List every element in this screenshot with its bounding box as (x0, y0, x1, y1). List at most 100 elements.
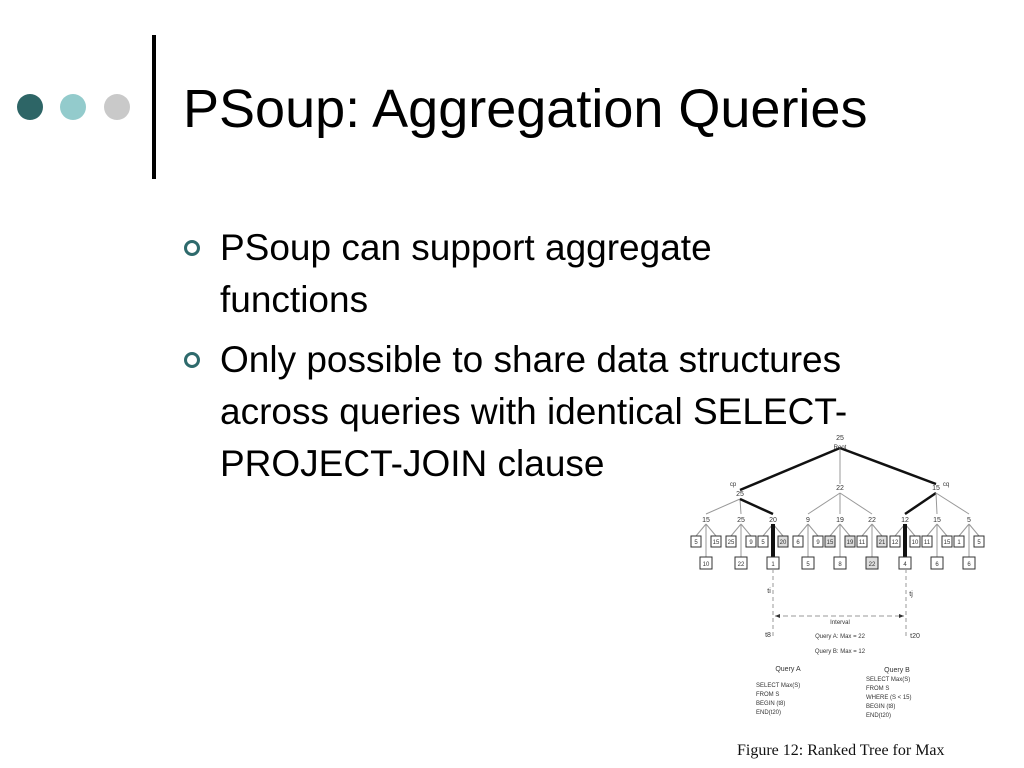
leaf-box (801, 556, 815, 570)
query-line: BEGIN (t8) (756, 701, 785, 707)
level2-value: 22 (868, 517, 876, 524)
query-line: WHERE (S < 15) (866, 695, 912, 701)
tree-edge (807, 523, 819, 537)
leaf-value: 20 (780, 540, 787, 546)
leaf-box (889, 535, 901, 548)
leaf-box (844, 535, 856, 548)
node-tag: cp (730, 482, 737, 488)
tree-edge (904, 491, 937, 516)
query-line: END(t20) (866, 713, 891, 719)
query-line: FROM S (866, 686, 889, 692)
tree-edge (968, 523, 980, 537)
leaf-value: 5 (694, 540, 698, 546)
level2-value: 9 (806, 517, 810, 524)
leaf-value: 6 (935, 562, 939, 568)
leaf-box (876, 535, 888, 548)
leaf-value: 21 (879, 540, 886, 546)
level2-value: 12 (901, 517, 909, 524)
tree-edge (695, 523, 707, 537)
tree-edge (958, 523, 970, 537)
level2-value: 15 (702, 517, 710, 524)
tree-edge (936, 523, 948, 537)
bullet-item: Only possible to share data structures a… (184, 334, 980, 490)
leaf-value: 11 (859, 540, 866, 546)
leaf-box (930, 556, 944, 570)
tree-edge (705, 523, 717, 537)
leaf-box (953, 535, 965, 548)
leaf-value: 6 (967, 562, 971, 568)
tree-edge (807, 492, 841, 515)
time-label: ti (767, 588, 771, 595)
node-tag: cq (943, 482, 949, 488)
leaf-box (833, 556, 847, 570)
leaf-value: 1 (771, 562, 775, 568)
leaf-value: 10 (703, 562, 710, 568)
tree-edge (926, 523, 938, 537)
tree-edge (861, 523, 873, 537)
tree-edge (740, 523, 752, 537)
query-line: END(t20) (756, 710, 781, 716)
level2-value: 15 (933, 517, 941, 524)
level2-value: 19 (836, 517, 844, 524)
leaf-value: 8 (838, 562, 842, 568)
figure-caption: Figure 12: Ranked Tree for Max (737, 742, 945, 759)
time-label: tj (909, 591, 913, 598)
decor-dot-2 (60, 94, 86, 120)
leaf-box (745, 535, 757, 548)
tree-edge (739, 497, 774, 516)
decor-dot-1 (17, 94, 43, 120)
query-result: Query B: Max = 12 (815, 649, 866, 655)
leaf-value: 15 (944, 540, 951, 546)
leaf-value: 12 (892, 540, 899, 546)
leaf-box (824, 535, 836, 548)
leaf-box (757, 535, 769, 548)
leaf-box (812, 535, 824, 548)
bullet-text: Only possible to share data structures a… (220, 339, 848, 484)
leaf-box (962, 556, 976, 570)
tree-edge (797, 523, 809, 537)
leaf-value: 1 (957, 540, 961, 546)
leaf-value: 15 (827, 540, 834, 546)
level1-value: 25 (736, 491, 744, 498)
leaf-box (865, 556, 879, 570)
bullet-item: PSoup can support aggregate functions (184, 222, 980, 326)
leaf-value: 5 (806, 562, 810, 568)
decor-dot-3 (104, 94, 130, 120)
query-line: SELECT Max(S) (866, 677, 910, 683)
level2-value: 20 (769, 517, 777, 524)
query-line: FROM S (756, 692, 779, 698)
level1-value: 22 (836, 485, 844, 492)
time-label: t8 (765, 632, 771, 639)
bullet-circle-icon (184, 240, 200, 256)
tree-edge (839, 492, 873, 515)
tree-edge (739, 446, 841, 492)
leaf-box (856, 535, 868, 548)
query-line: SELECT Max(S) (756, 683, 800, 689)
leaf-value: 6 (796, 540, 800, 546)
leaf-value: 9 (816, 540, 820, 546)
leaf-value: 5 (977, 540, 981, 546)
query-result: Query A: Max = 22 (815, 634, 866, 640)
interval-label: Interval (830, 620, 850, 626)
leaf-value: 4 (903, 562, 907, 568)
tree-edge (739, 498, 742, 515)
query-title: Query A (775, 666, 801, 673)
query-title: Query B (884, 667, 910, 674)
leaf-box (734, 556, 748, 570)
tree-edge (871, 523, 883, 537)
bullet-circle-icon (184, 352, 200, 368)
leaf-box (921, 535, 933, 548)
title-divider (152, 35, 156, 179)
leaf-value: 11 (924, 540, 931, 546)
leaf-box (710, 535, 722, 548)
leaf-value: 9 (749, 540, 753, 546)
root-label: Root (834, 445, 847, 451)
leaf-box (725, 535, 737, 548)
bullet-text: PSoup can support aggregate functions (220, 227, 712, 320)
slide-title: PSoup: Aggregation Queries (183, 79, 868, 139)
tree-edge (935, 492, 938, 515)
tree-edge (829, 523, 841, 537)
tree-edge (839, 446, 937, 486)
level2-value: 5 (967, 517, 971, 524)
